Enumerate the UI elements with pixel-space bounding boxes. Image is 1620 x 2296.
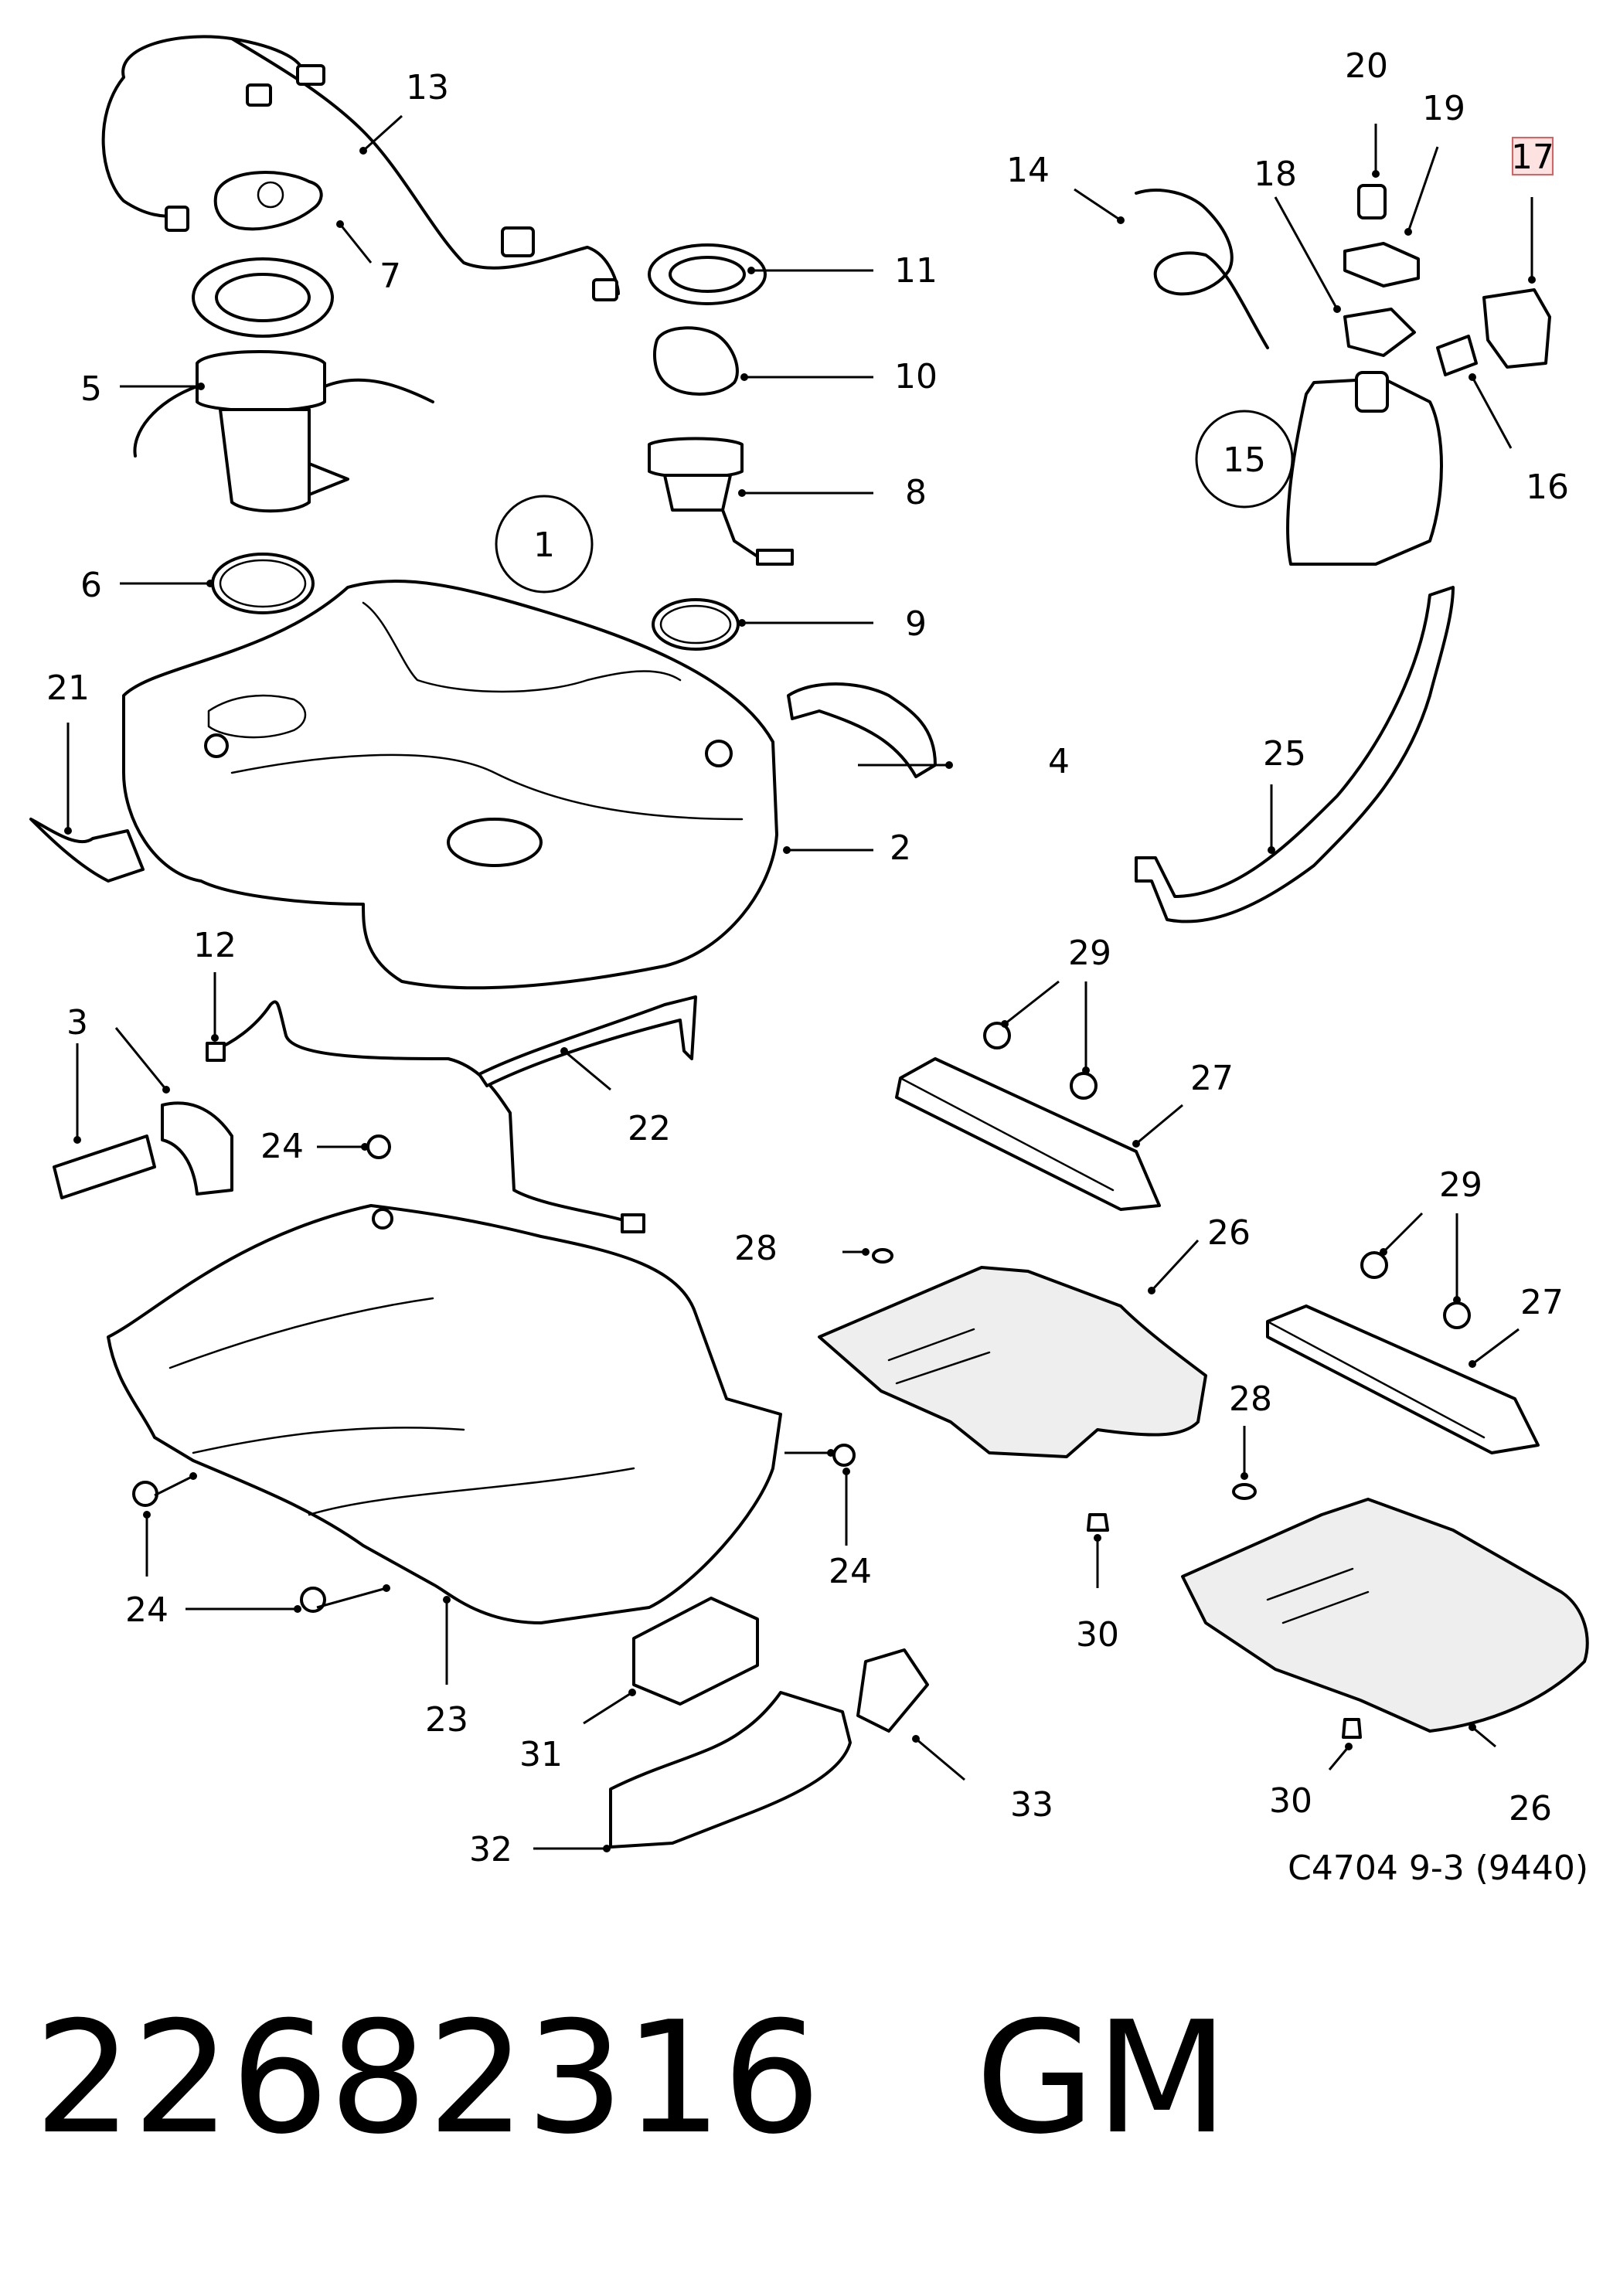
callout-24c: 24 (125, 1590, 168, 1630)
part-12-fitting (206, 1042, 226, 1062)
part-9-seal (652, 598, 740, 651)
callout-26a: 26 (1207, 1213, 1251, 1253)
part-2-fuel-tank (122, 579, 778, 990)
callout-13: 13 (406, 68, 449, 107)
part-8-fuel-sender (648, 437, 794, 566)
callout-6: 6 (80, 566, 102, 605)
callout-17-highlight (1512, 137, 1554, 175)
part-30-screw-a (1087, 1513, 1109, 1532)
callout-15-ring (1195, 410, 1294, 509)
part-29-nut-a1 (983, 1022, 1011, 1049)
part-6-seal-inner (219, 559, 307, 608)
callout-8: 8 (905, 473, 927, 512)
part-21-heat-shield (29, 818, 145, 883)
part-16-purge-valve (1436, 335, 1478, 376)
callout-16: 16 (1526, 468, 1569, 507)
part-19-filter (1343, 242, 1420, 287)
part-3-shield-right (161, 1101, 233, 1196)
part-11-lock-ring (648, 243, 767, 305)
part-22-tank-strap (478, 995, 697, 1087)
callout-25: 25 (1263, 734, 1306, 774)
callout-15: 15 (1223, 440, 1266, 480)
part-27-rail-a (895, 1057, 1161, 1211)
part-9-seal-inner (659, 604, 732, 645)
callout-31: 31 (519, 1735, 563, 1774)
callout-19: 19 (1422, 89, 1465, 128)
part-26-panel-b (1181, 1498, 1589, 1733)
callout-33: 33 (1010, 1785, 1053, 1825)
part-28-oring-a (872, 1248, 893, 1264)
part-lock-ring-left (192, 257, 334, 338)
callout-27a: 27 (1190, 1059, 1234, 1098)
callout-29b: 29 (1439, 1165, 1482, 1205)
callout-7: 7 (379, 257, 401, 296)
part-31-control-module (632, 1597, 759, 1706)
callout-17: 17 (1511, 138, 1554, 177)
callout-26b: 26 (1509, 1789, 1552, 1828)
callout-4: 4 (1048, 742, 1070, 781)
manufacturer-name: GM (975, 1988, 1229, 2168)
callout-24b: 24 (829, 1552, 872, 1591)
part-24-clip-c (132, 1481, 158, 1507)
part-4-bracket (787, 682, 937, 778)
part-28-oring-b (1232, 1483, 1257, 1500)
part-17-cap (1482, 288, 1551, 369)
callout-labels: 1 2 3 4 5 6 7 8 9 10 11 12 13 14 15 16 1… (46, 46, 1569, 1869)
callout-32: 32 (469, 1830, 512, 1869)
part-33-gasket (856, 1648, 929, 1733)
part-number: 22682316 (34, 1988, 821, 2168)
part-24-clip-d (300, 1587, 326, 1613)
callout-18: 18 (1254, 155, 1297, 194)
callout-10: 10 (894, 357, 938, 396)
leader-lines (64, 114, 1536, 1852)
callout-21: 21 (46, 668, 90, 708)
part-26-panel-a (818, 1266, 1207, 1458)
part-3-shield-left (53, 1134, 156, 1199)
part-7-pump-cover (213, 171, 323, 231)
part-15-evap-canister (1286, 371, 1443, 566)
diagram-caption: C4704 9-3 (9440) (1288, 1849, 1588, 1888)
part-18-gasket (1343, 308, 1416, 357)
part-24-clip-a (366, 1134, 391, 1159)
part-27-rail-b (1266, 1304, 1540, 1454)
part-13-wiring-harness (101, 35, 620, 301)
callout-9: 9 (905, 604, 927, 644)
part-10-pump-cap (653, 326, 739, 396)
callout-2: 2 (890, 828, 911, 868)
callout-28a: 28 (734, 1229, 778, 1268)
part-20-cap (1357, 184, 1387, 219)
part-24-clip-b (832, 1444, 856, 1467)
part-12-fitting-end (621, 1213, 645, 1233)
callout-1: 1 (533, 526, 555, 565)
callout-14: 14 (1006, 151, 1050, 190)
part-23-underbody-shield (107, 1204, 782, 1624)
callout-23: 23 (425, 1700, 468, 1740)
part-29-nut-a2 (1070, 1072, 1098, 1100)
callout-29a: 29 (1068, 934, 1111, 973)
part-5-fuel-pump-module (133, 350, 434, 513)
part-6-seal (211, 553, 315, 614)
part-32-tray (609, 1691, 852, 1849)
callout-20: 20 (1345, 46, 1388, 86)
callout-1-ring (495, 495, 594, 594)
part-29-nut-b1 (1360, 1251, 1388, 1279)
callout-24a: 24 (260, 1127, 304, 1166)
callout-11: 11 (894, 251, 938, 291)
callout-30b: 30 (1269, 1781, 1312, 1821)
part-12-fuel-line (211, 1000, 628, 1223)
callout-3: 3 (66, 1003, 88, 1043)
callout-30a: 30 (1076, 1615, 1119, 1655)
callout-28b: 28 (1229, 1379, 1272, 1419)
part-25-tank-strap (1135, 586, 1455, 924)
part-30-screw-b (1342, 1718, 1362, 1739)
part-14-evap-hose (1135, 189, 1269, 349)
callout-12: 12 (193, 926, 237, 965)
part-29-nut-b2 (1443, 1301, 1471, 1329)
callout-22: 22 (628, 1109, 671, 1148)
callout-27b: 27 (1520, 1283, 1564, 1322)
callout-5: 5 (80, 369, 102, 409)
